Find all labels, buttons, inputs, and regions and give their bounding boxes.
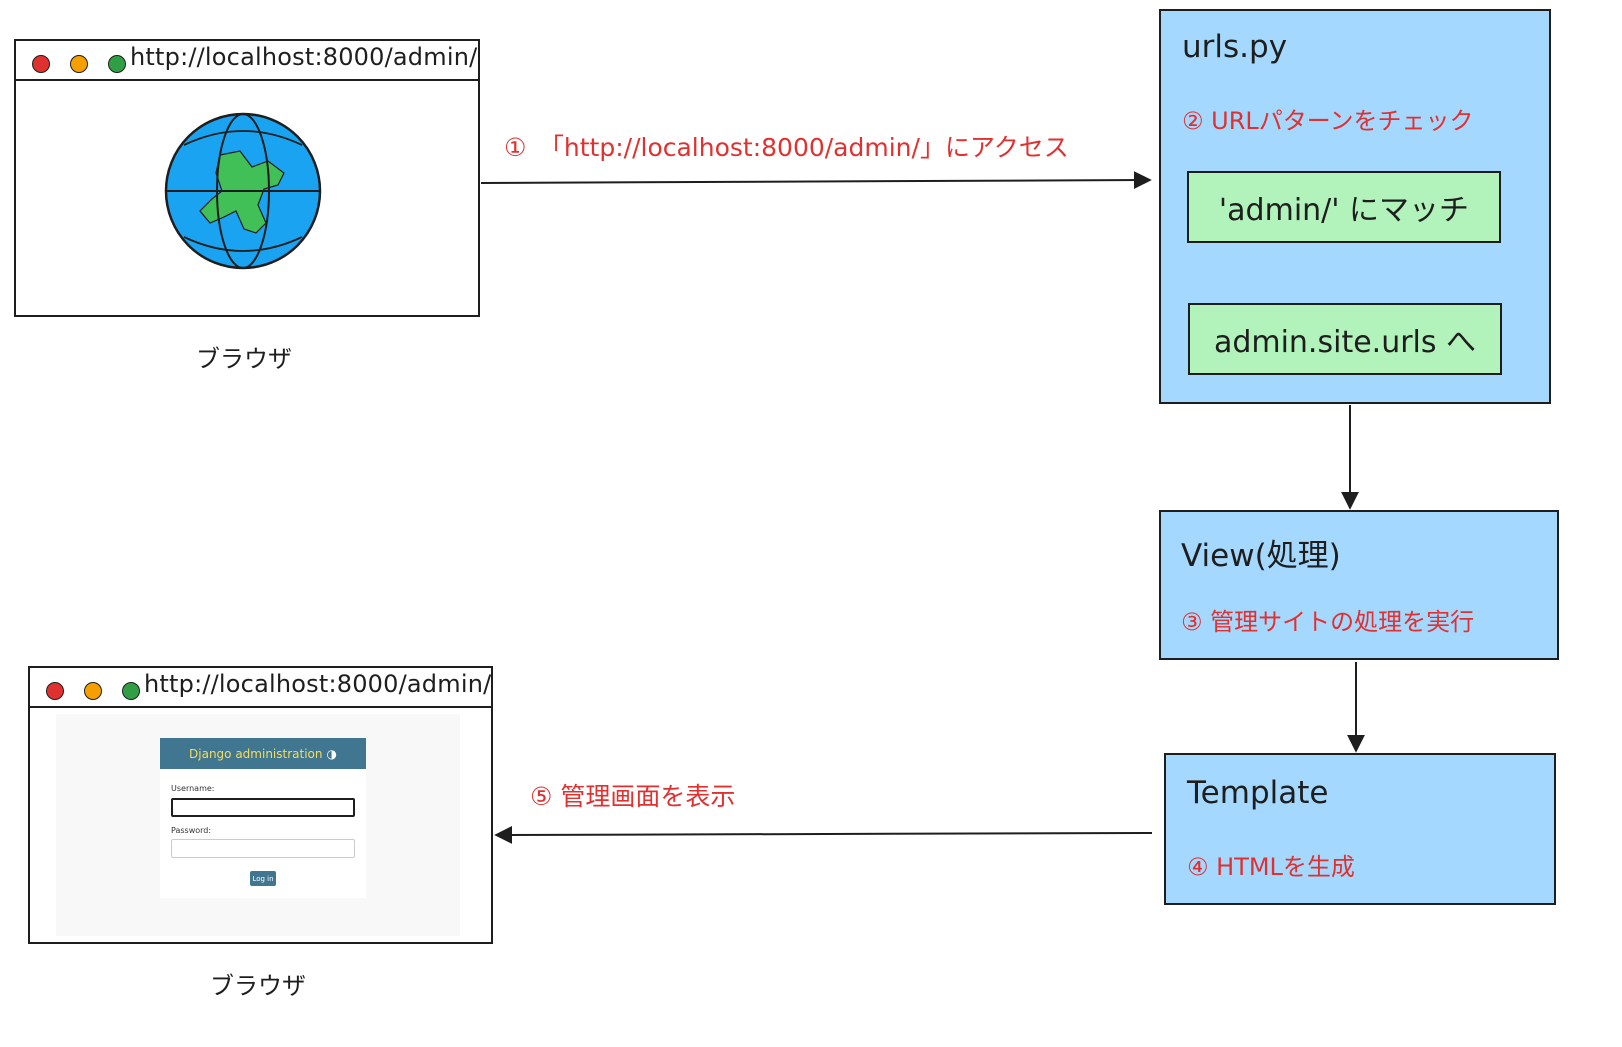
- view-note: ③ 管理サイトの処理を実行: [1181, 608, 1475, 636]
- view-title: View(処理): [1181, 538, 1341, 574]
- globe-icon: [164, 112, 322, 270]
- password-label: Password:: [171, 826, 212, 835]
- template-title: Template: [1187, 775, 1329, 811]
- theme-toggle-icon[interactable]: ◑: [326, 746, 337, 761]
- maximize-dot-icon: [122, 682, 140, 700]
- login-header-title: Django administration: [189, 746, 323, 761]
- login-card: Django administration ◑ Username: Passwo…: [160, 738, 366, 898]
- close-dot-icon: [32, 55, 50, 73]
- browser-caption-bottom: ブラウザ: [210, 972, 306, 1000]
- password-input[interactable]: [171, 839, 355, 858]
- username-label: Username:: [171, 784, 215, 793]
- browser-window-bottom: http://localhost:8000/admin/ Django admi…: [28, 666, 493, 944]
- url-match-box: 'admin/' にマッチ: [1187, 171, 1501, 243]
- template-box: Template ④ HTMLを生成: [1164, 753, 1556, 905]
- urls-box: urls.py ② URLパターンをチェック 'admin/' にマッチ adm…: [1159, 9, 1551, 404]
- url-include-box: admin.site.urls へ: [1188, 303, 1502, 375]
- template-note: ④ HTMLを生成: [1187, 853, 1355, 881]
- minimize-dot-icon: [70, 55, 88, 73]
- browser-address-bar: http://localhost:8000/admin/: [16, 41, 478, 81]
- browser-address-bar: http://localhost:8000/admin/: [30, 668, 491, 708]
- browser-window-top: http://localhost:8000/admin/: [14, 39, 480, 317]
- username-input[interactable]: [171, 798, 355, 817]
- login-header: Django administration ◑: [160, 738, 366, 769]
- login-button[interactable]: Log in: [250, 871, 276, 886]
- close-dot-icon: [46, 682, 64, 700]
- browser-url: http://localhost:8000/admin/: [144, 670, 492, 698]
- view-box: View(処理) ③ 管理サイトの処理を実行: [1159, 510, 1559, 660]
- minimize-dot-icon: [84, 682, 102, 700]
- browser-caption-top: ブラウザ: [196, 345, 292, 373]
- arrow-request: [480, 171, 1152, 190]
- urls-title: urls.py: [1182, 29, 1288, 65]
- browser-url: http://localhost:8000/admin/: [130, 43, 478, 71]
- step-5-label: ⑤ 管理画面を表示: [530, 782, 736, 811]
- django-login-page: Django administration ◑ Username: Passwo…: [56, 714, 460, 936]
- maximize-dot-icon: [108, 55, 126, 73]
- arrow-response: [494, 825, 1153, 844]
- urls-note: ② URLパターンをチェック: [1182, 107, 1474, 135]
- step-1-label: ① 「http://localhost:8000/admin/」にアクセス: [504, 133, 1069, 162]
